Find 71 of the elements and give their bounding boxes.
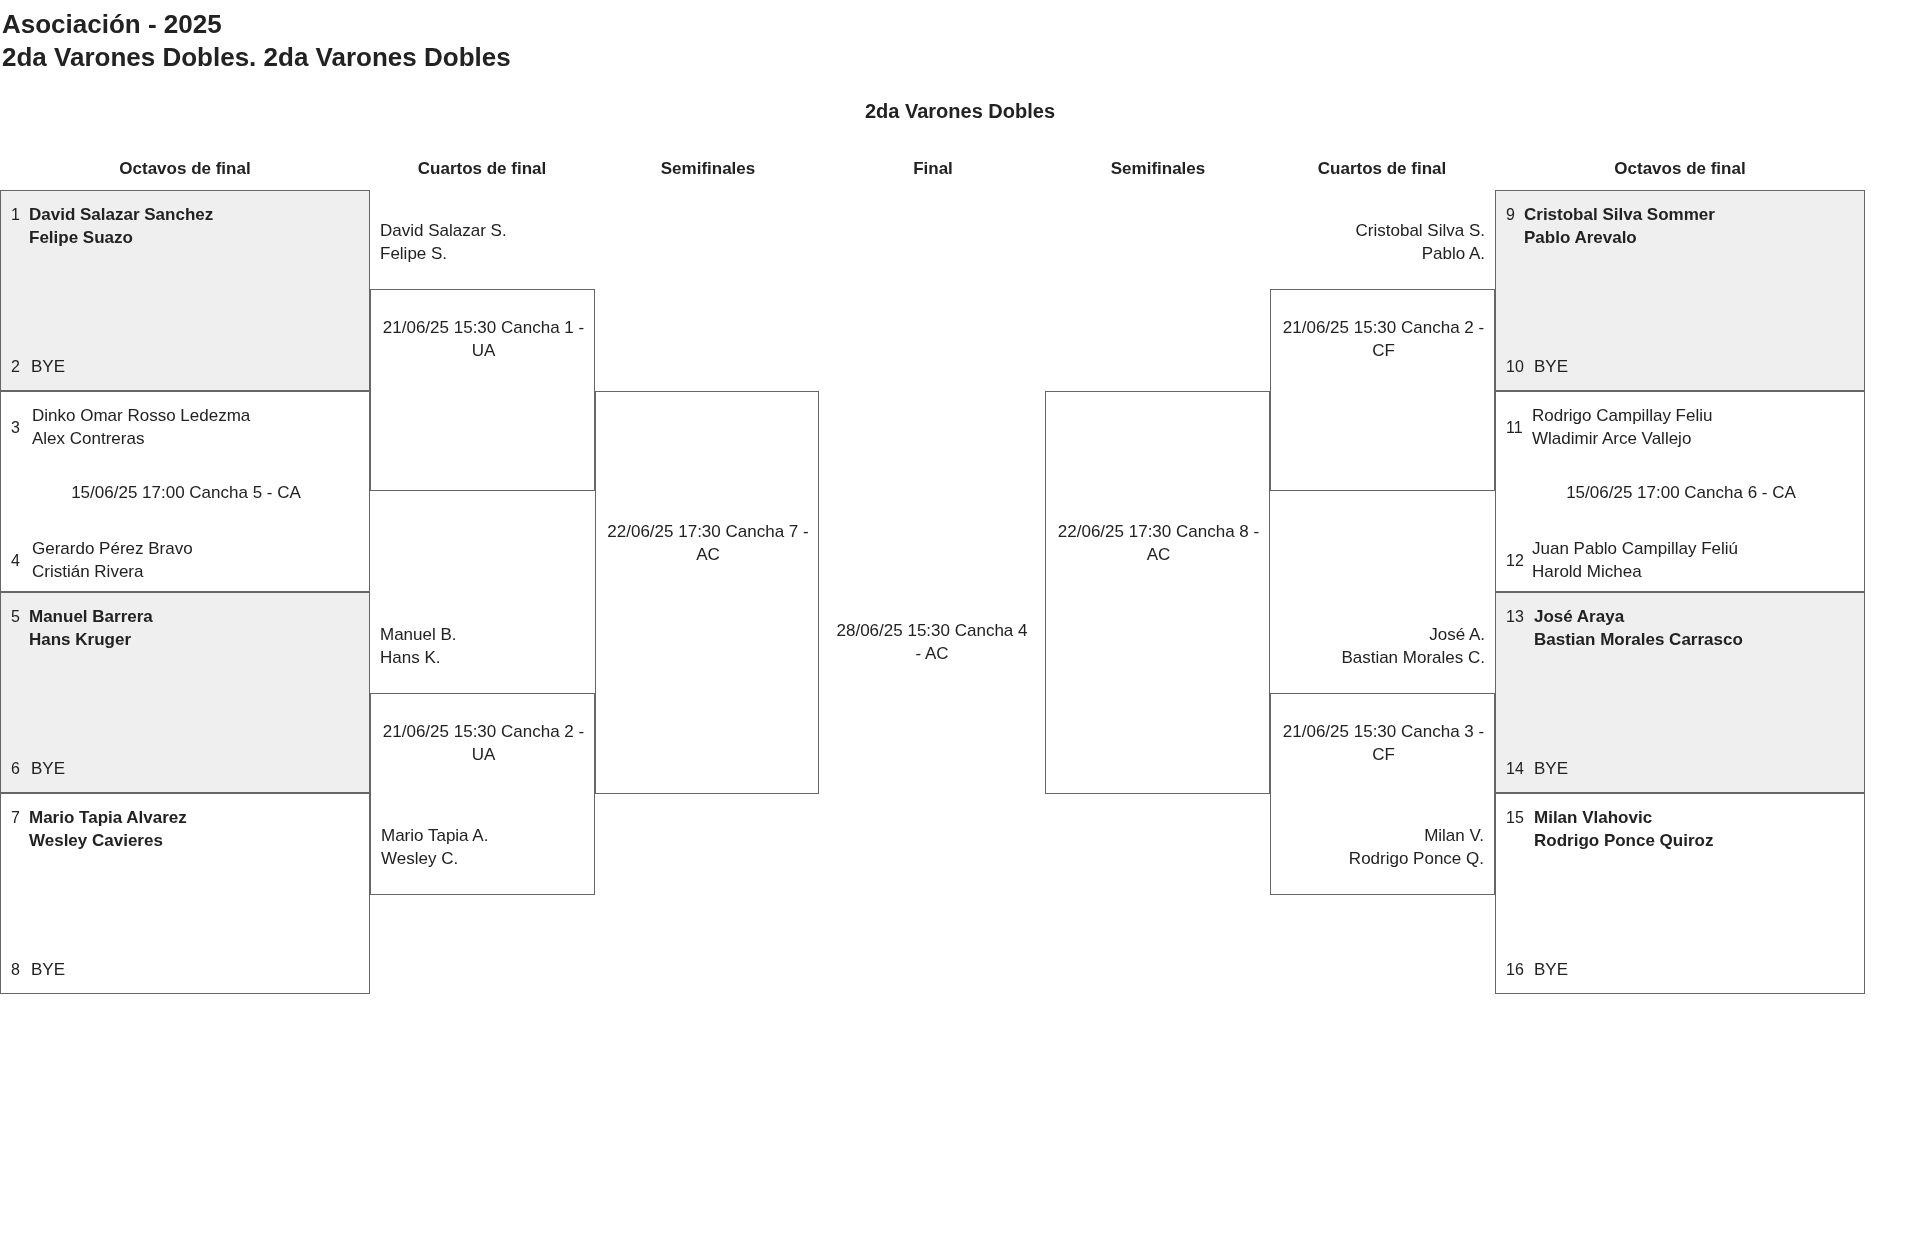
bracket-title: 2da Varones Dobles [863, 99, 1057, 124]
match-box [1495, 793, 1865, 994]
seed-number: 13 [1506, 607, 1524, 627]
player-names: Milan V. Rodrigo Ponce Q. [1348, 825, 1484, 870]
column-header: Octavos de final [118, 158, 252, 180]
player-name: BYE [1534, 758, 1569, 780]
player-names: Manuel Barrera Hans Kruger [29, 606, 153, 651]
seed-number: 12 [1506, 551, 1524, 571]
match-schedule: 22/06/25 17:30 Cancha 8 - AC [1056, 521, 1261, 566]
player-names: Rodrigo Campillay Feliu Wladimir Arce Vallejo [1532, 405, 1713, 450]
bracket-box [1270, 289, 1495, 491]
player-names: David Salazar S. Felipe S. [380, 220, 507, 265]
player-names: Milan Vlahovic Rodrigo Ponce Quiroz [1534, 807, 1714, 852]
column-header: Semifinales [659, 158, 757, 180]
player-names: José A. Bastian Morales C. [1341, 624, 1485, 669]
match-box [1495, 391, 1865, 592]
player-names: José Araya Bastian Morales Carrasco [1534, 606, 1743, 651]
column-header: Cuartos de final [416, 158, 548, 180]
player-names: Cristobal Silva S. Pablo A. [1355, 220, 1485, 265]
seed-number: 14 [1506, 759, 1524, 779]
bracket-box [1045, 391, 1270, 794]
seed-number: 7 [11, 808, 20, 828]
match-box [0, 190, 370, 391]
column-header: Final [912, 158, 954, 180]
seed-number: 11 [1506, 418, 1523, 438]
bracket-box [370, 693, 595, 895]
match-schedule: 22/06/25 17:30 Cancha 7 - AC [606, 521, 810, 566]
seed-number: 4 [11, 551, 20, 571]
player-name: BYE [31, 959, 66, 981]
column-header: Semifinales [1109, 158, 1207, 180]
bracket-box [370, 289, 595, 491]
match-box [0, 793, 370, 994]
seed-number: 9 [1506, 205, 1515, 225]
match-schedule: 21/06/25 15:30 Cancha 1 - UA [381, 317, 586, 362]
column-header: Octavos de final [1613, 158, 1747, 180]
seed-number: 10 [1506, 357, 1524, 377]
player-name: BYE [31, 758, 66, 780]
player-names: David Salazar Sanchez Felipe Suazo [29, 204, 214, 249]
seed-number: 16 [1506, 960, 1524, 980]
match-schedule: 28/06/25 15:30 Cancha 4 - AC [835, 620, 1029, 665]
seed-number: 3 [11, 418, 20, 438]
seed-number: 6 [11, 759, 20, 779]
column-header: Cuartos de final [1316, 158, 1448, 180]
page-subtitle: 2da Varones Dobles. 2da Varones Dobles [2, 41, 511, 73]
match-box [1495, 592, 1865, 793]
player-name: BYE [31, 356, 66, 378]
match-schedule: 21/06/25 15:30 Cancha 3 - CF [1281, 721, 1486, 766]
player-names: Cristobal Silva Sommer Pablo Arevalo [1524, 204, 1715, 249]
seed-number: 15 [1506, 808, 1524, 828]
match-schedule: 21/06/25 15:30 Cancha 2 - CF [1281, 317, 1486, 362]
player-names: Juan Pablo Campillay Feliú Harold Michea [1532, 538, 1738, 583]
player-names: Mario Tapia A. Wesley C. [381, 825, 489, 870]
match-box [0, 391, 370, 592]
match-schedule: 21/06/25 15:30 Cancha 2 - UA [381, 721, 586, 766]
bracket-box [595, 391, 819, 794]
match-schedule: 15/06/25 17:00 Cancha 5 - CA [70, 482, 302, 504]
bracket-box [1270, 693, 1495, 895]
player-names: Gerardo Pérez Bravo Cristián Rivera [32, 538, 193, 583]
seed-number: 1 [11, 205, 20, 225]
player-names: Mario Tapia Alvarez Wesley Cavieres [29, 807, 187, 852]
player-names: Dinko Omar Rosso Ledezma Alex Contreras [32, 405, 251, 450]
match-schedule: 15/06/25 17:00 Cancha 6 - CA [1565, 482, 1797, 504]
seed-number: 8 [11, 960, 20, 980]
seed-number: 5 [11, 607, 20, 627]
seed-number: 2 [11, 357, 20, 377]
player-names: Manuel B. Hans K. [380, 624, 457, 669]
match-box [1495, 190, 1865, 391]
match-box [0, 592, 370, 793]
player-name: BYE [1534, 356, 1569, 378]
player-name: BYE [1534, 959, 1569, 981]
page-title: Asociación - 2025 [2, 8, 222, 40]
